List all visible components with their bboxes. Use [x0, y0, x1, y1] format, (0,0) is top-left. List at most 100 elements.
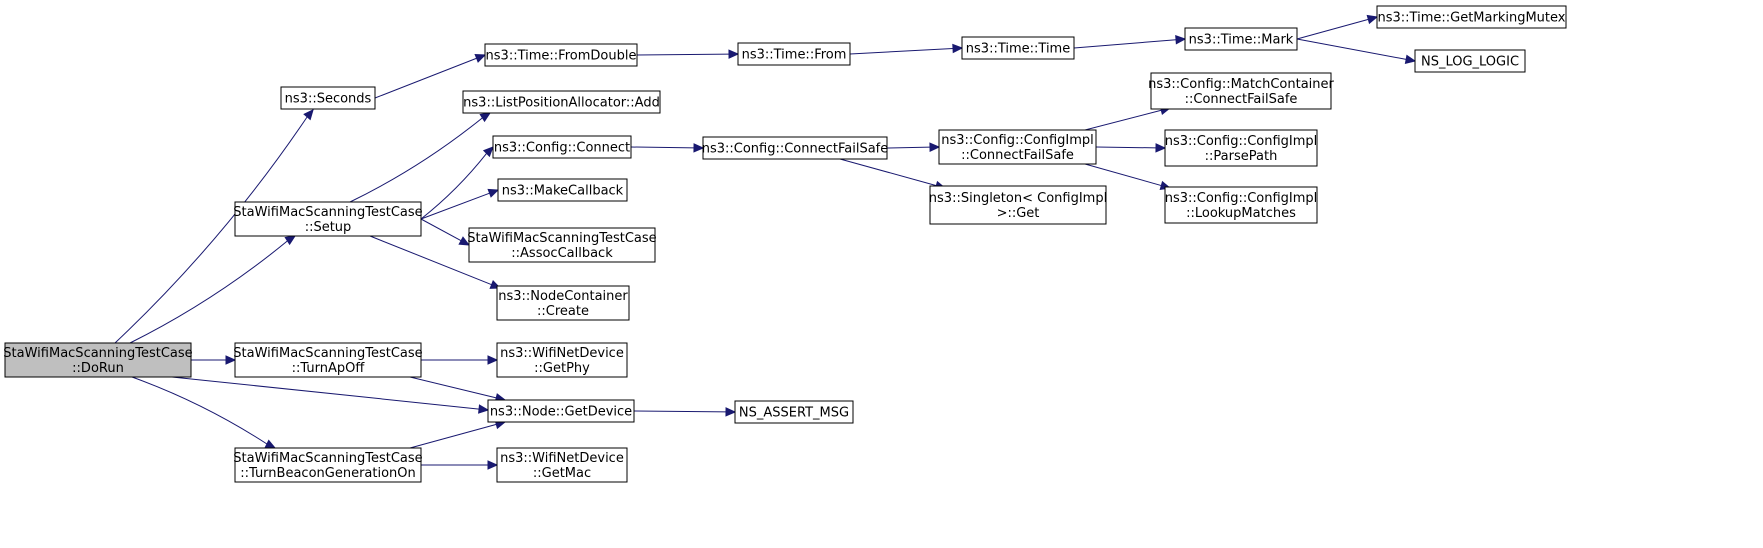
edge-line: [633, 410, 727, 413]
node-makecallback[interactable]: ns3::MakeCallback: [497, 178, 628, 202]
node-getmac[interactable]: ns3::WifiNetDevice::GetMac: [496, 447, 628, 483]
edge-turnapoff-to-getdevice: [409, 376, 507, 403]
node-box: [938, 129, 1097, 165]
node-label: ns3::Time::Mark: [1189, 33, 1294, 48]
node-assoccb[interactable]: StaWifiMacScanningTestCase::AssocCallbac…: [467, 227, 657, 263]
node-label: ns3::Config::Connect: [494, 141, 630, 156]
node-listposadd[interactable]: ns3::ListPositionAllocator::Add: [462, 90, 661, 114]
edge-dorun-to-turnbeacon: [131, 376, 277, 449]
edge-line: [636, 53, 730, 56]
node-timemark[interactable]: ns3::Time::Mark: [1184, 27, 1298, 51]
edge-dorun-to-getdevice: [171, 376, 490, 414]
node-box: [702, 136, 888, 160]
node-lookup[interactable]: ns3::Config::ConfigImpl::LookupMatches: [1164, 186, 1318, 224]
node-fromdouble[interactable]: ns3::Time::FromDouble: [484, 43, 638, 67]
node-box: [1150, 72, 1332, 110]
arrowhead-icon: [929, 142, 941, 152]
node-getphy[interactable]: ns3::WifiNetDevice::GetPhy: [496, 342, 628, 378]
node-label: ::GetMac: [533, 466, 591, 481]
edge-line: [886, 146, 931, 149]
node-label: ::ConnectFailSafe: [961, 148, 1074, 163]
node-setup[interactable]: StaWifiMacScanningTestCase::Setup: [233, 201, 423, 237]
node-box: [492, 135, 632, 159]
edge-line: [129, 240, 288, 344]
node-turnapoff[interactable]: StaWifiMacScanningTestCase::TurnApOff: [233, 342, 423, 378]
node-getdevice[interactable]: ns3::Node::GetDevice: [487, 399, 635, 423]
node-nccreate[interactable]: ns3::NodeContainer::Create: [496, 285, 630, 321]
node-label: StaWifiMacScanningTestCase: [467, 231, 656, 246]
node-box: [1414, 49, 1526, 73]
edge-line: [369, 235, 492, 286]
node-label: ns3::Config::ConfigImpl: [941, 133, 1094, 148]
edge-line: [1296, 38, 1407, 60]
edge-turnapoff-to-getphy: [421, 355, 499, 365]
edge-line: [420, 192, 490, 220]
edge-line: [839, 158, 937, 187]
node-box: [1376, 5, 1567, 29]
node-box: [4, 342, 192, 378]
edge-getdevice-to-assertmsg: [633, 407, 737, 417]
edge-turnbeacon-to-getdevice: [409, 419, 507, 449]
node-matchconnect[interactable]: ns3::Config::MatchContainer::ConnectFail…: [1148, 72, 1335, 110]
edge-implconnect-to-parsepath: [1095, 143, 1167, 153]
node-box: [929, 185, 1107, 225]
node-markmutex[interactable]: ns3::Time::GetMarkingMutex: [1376, 5, 1567, 29]
node-label: >::Get: [997, 206, 1040, 221]
node-label: StaWifiMacScanningTestCase: [3, 346, 192, 361]
node-label: ns3::MakeCallback: [502, 184, 624, 199]
arrowhead-icon: [1155, 143, 1167, 153]
node-label: ns3::Time::GetMarkingMutex: [1378, 11, 1566, 26]
node-singleton[interactable]: ns3::Singleton< ConfigImpl >::Get: [929, 185, 1107, 225]
node-label: ::DoRun: [72, 361, 124, 376]
node-label: ns3::ListPositionAllocator::Add: [463, 96, 660, 111]
edge-timemark-to-nslog: [1296, 38, 1417, 64]
edge-fromdouble-to-timefrom: [636, 49, 740, 59]
edge-dorun-to-turnapoff: [191, 355, 237, 365]
node-label: NS_ASSERT_MSG: [739, 406, 849, 421]
edge-dorun-to-seconds: [114, 109, 314, 344]
node-seconds[interactable]: ns3::Seconds: [280, 86, 376, 110]
node-box: [487, 399, 635, 423]
node-label: ::ParsePath: [1205, 149, 1278, 164]
node-assertmsg[interactable]: NS_ASSERT_MSG: [734, 400, 854, 424]
node-label: ns3::Seconds: [285, 92, 372, 107]
edge-implconnect-to-matchconnect: [1084, 105, 1172, 131]
node-dorun[interactable]: StaWifiMacScanningTestCase::DoRun: [3, 342, 193, 378]
node-box: [737, 42, 851, 66]
node-label: ns3::Config::ConfigImpl: [1165, 134, 1318, 149]
node-turnbeacon[interactable]: StaWifiMacScanningTestCase::TurnBeaconGe…: [233, 447, 423, 483]
edge-line: [171, 376, 480, 410]
node-label: ns3::Config::MatchContainer: [1148, 77, 1334, 92]
edge-timetime-to-timemark: [1073, 35, 1187, 49]
node-label: ::GetPhy: [534, 361, 590, 376]
edge-timefrom-to-timetime: [849, 43, 964, 55]
arrowhead-icon: [479, 112, 492, 123]
node-label: NS_LOG_LOGIC: [1421, 55, 1519, 70]
node-implconnect[interactable]: ns3::Config::ConfigImpl::ConnectFailSafe: [938, 129, 1097, 165]
edge-line: [409, 376, 497, 399]
edge-connectfailsafe-to-singleton: [839, 158, 947, 191]
edge-line: [374, 57, 477, 99]
arrowhead-icon: [487, 355, 499, 365]
node-connectfailsafe[interactable]: ns3::Config::ConnectFailSafe: [702, 136, 889, 160]
arrowhead-icon: [725, 407, 737, 417]
node-label: ::LookupMatches: [1186, 206, 1296, 221]
node-timefrom[interactable]: ns3::Time::From: [737, 42, 851, 66]
edge-turnbeacon-to-getmac: [421, 460, 499, 470]
arrowhead-icon: [487, 460, 499, 470]
arrowhead-icon: [478, 404, 490, 414]
node-label: ::Create: [537, 304, 589, 319]
node-box: [234, 447, 422, 483]
node-label: ns3::Time::From: [742, 48, 847, 63]
node-parsepath[interactable]: ns3::Config::ConfigImpl::ParsePath: [1164, 129, 1318, 167]
arrowhead-icon: [264, 439, 277, 449]
node-timetime[interactable]: ns3::Time::Time: [961, 36, 1075, 60]
arrowhead-icon: [1175, 35, 1187, 45]
node-label: ns3::Time::Time: [966, 42, 1070, 57]
node-configconnect[interactable]: ns3::Config::Connect: [492, 135, 632, 159]
arrowhead-icon: [474, 54, 487, 63]
edge-dorun-to-setup: [129, 235, 297, 344]
edge-line: [114, 116, 308, 344]
node-nslog[interactable]: NS_LOG_LOGIC: [1414, 49, 1526, 73]
